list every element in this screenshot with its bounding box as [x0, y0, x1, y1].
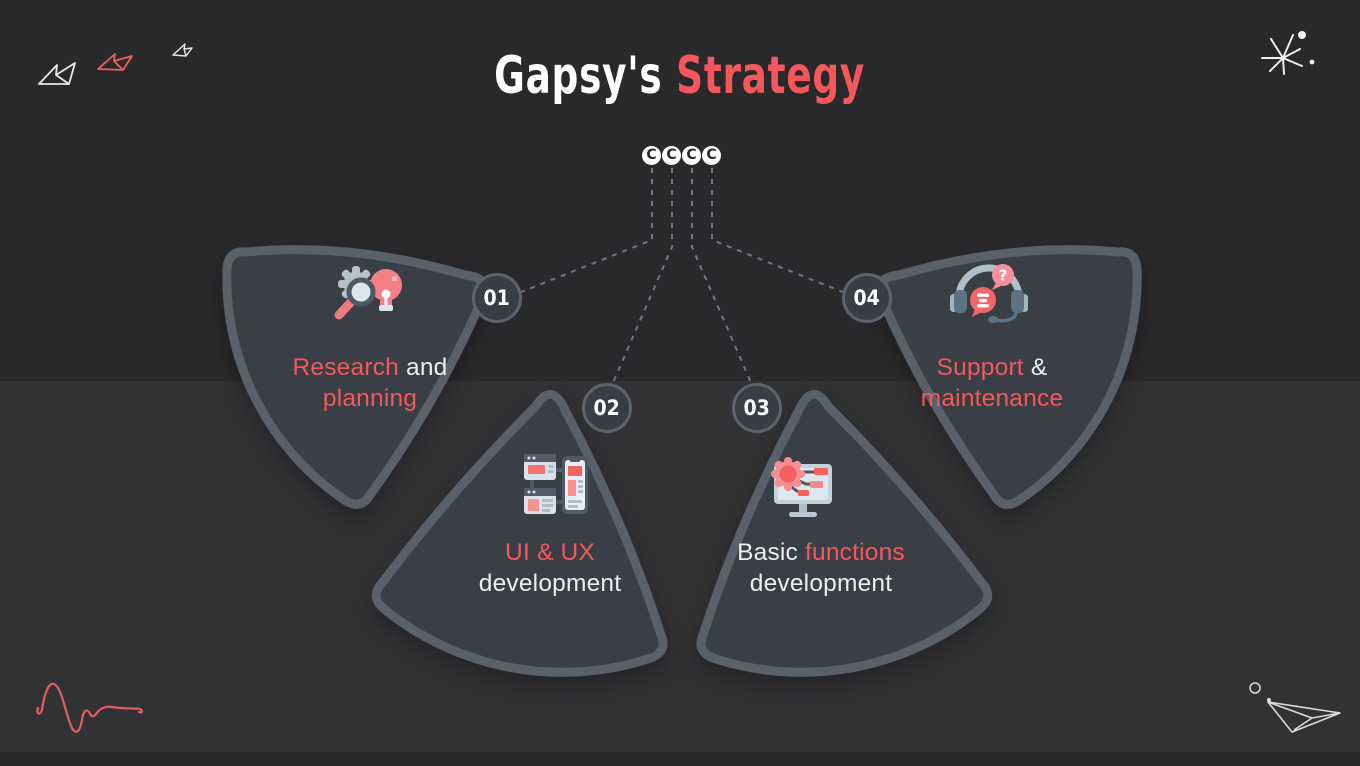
card-03-label: Basic functions development: [661, 537, 981, 599]
functions-icon: [771, 457, 832, 517]
research-icon: [334, 266, 402, 320]
card-03-line2: development: [749, 570, 893, 597]
connector-line-01: [520, 168, 653, 293]
step-dot-icon: C: [702, 146, 721, 165]
paper-plane-icon: [1249, 682, 1341, 733]
connector-line-03: [691, 168, 753, 386]
card-01-line1: Research and: [292, 354, 448, 381]
card-02-line2: development: [478, 570, 622, 597]
step-dots: C C C C: [642, 146, 722, 165]
background-band: [0, 381, 1360, 752]
paper-planes-icon: [38, 43, 193, 85]
step-dot-icon: C: [642, 146, 661, 165]
step-dot-icon: C: [682, 146, 701, 165]
card-03-line1: Basic functions: [737, 539, 905, 566]
page-title: Gapsy's Strategy: [0, 48, 1360, 104]
connector-line-04: [711, 168, 844, 293]
card-02-line1: UI & UX: [505, 539, 595, 566]
card-04-line1: Support &: [936, 354, 1048, 381]
card-02-label: UI & UX development: [390, 537, 710, 599]
step-badge-04: 04: [842, 273, 892, 323]
scribble-icon: [36, 682, 143, 733]
card-04-label: Support & maintenance: [832, 352, 1152, 414]
card-shape-03: [696, 390, 993, 677]
step-dot-icon: C: [662, 146, 681, 165]
card-shape-02: [371, 390, 668, 677]
sparkle-icon: [1261, 31, 1315, 75]
card-04-line2: maintenance: [920, 385, 1064, 412]
title-regular: Gapsy's: [494, 46, 677, 106]
support-icon: ?: [950, 264, 1028, 323]
card-shape-04: [874, 245, 1142, 509]
card-shape-01: [222, 245, 490, 509]
step-badge-03: 03: [732, 383, 782, 433]
connector-line-02: [611, 168, 673, 386]
step-badge-01: 01: [472, 273, 522, 323]
svg-text:?: ?: [999, 267, 1008, 285]
card-01-label: Research and planning: [210, 352, 530, 414]
uiux-icon: [524, 454, 588, 514]
card-01-line2: planning: [322, 385, 418, 412]
step-badge-02: 02: [582, 383, 632, 433]
title-accent: Strategy: [676, 46, 866, 106]
